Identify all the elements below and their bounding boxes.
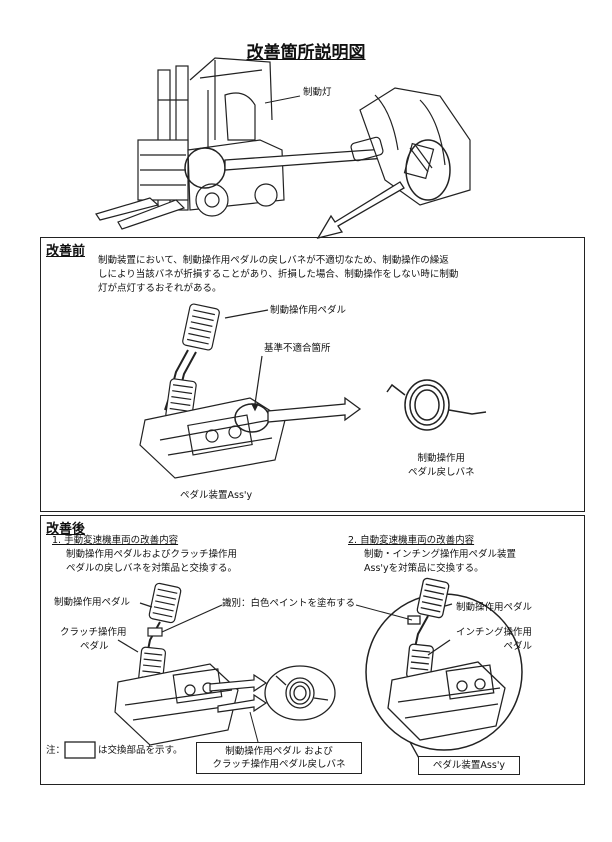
manual-pedal-illustration	[114, 582, 239, 746]
before-brake-pedal-label: 制動操作用ペダル	[270, 305, 347, 316]
after-heading: 改善後	[46, 522, 86, 537]
brake-light-label: 制動灯	[303, 87, 332, 98]
before-section	[40, 237, 585, 512]
manual-clutch-label-line: クラッチ操作用	[60, 627, 127, 638]
identify-paint-label: 識別：白色ペイントを塗布する	[222, 598, 356, 609]
auto-inching-label-line: インチング操作用	[456, 627, 533, 638]
replacement-spring-box-line: 制動操作用ペダル および	[225, 746, 333, 757]
manual-description-line: ペダルの戻しバネを対策品と交換する。	[66, 563, 238, 574]
auto-description-line: 制動・インチング操作用ペダル装置	[364, 549, 517, 560]
note-box-swatch	[64, 741, 96, 759]
manual-clutch-label-line: ペダル	[80, 641, 109, 652]
manual-brake-pedal-label: 制動操作用ペダル	[54, 597, 131, 608]
before-spring-label: 制動操作用 ペダル戻しバネ	[408, 452, 475, 480]
auto-description-line: Ass'yを対策品に交換する。	[364, 563, 484, 574]
auto-brake-pedal-label: 制動操作用ペダル	[456, 602, 533, 613]
replacement-spring-box-line: クラッチ操作用ペダル戻しバネ	[212, 759, 346, 770]
manual-heading: 1. 手動変速機車両の改善内容	[52, 534, 178, 548]
nonconforming-label: 基準不適合箇所	[264, 343, 331, 354]
auto-inching-label-line: ペダル	[503, 641, 533, 652]
before-heading: 改善前	[46, 244, 86, 259]
manual-heading-text: 1. 手動変速機車両の改善内容	[52, 535, 179, 546]
forklift-illustration	[95, 57, 285, 230]
auto-assembly-box: ペダル装置Ass'y	[418, 756, 520, 775]
auto-inching-label: インチング操作用 ペダル	[456, 626, 532, 654]
note-prefix: 注：	[46, 745, 66, 756]
auto-description: 制動・インチング操作用ペダル装置 Ass'yを対策品に交換する。	[364, 548, 516, 576]
after-section	[40, 515, 585, 785]
before-spring-label-line: ペダル戻しバネ	[408, 467, 475, 478]
manual-clutch-label: クラッチ操作用 ペダル	[60, 626, 127, 654]
before-spring-label-line: 制動操作用	[417, 453, 466, 464]
cab-closeup-illustration	[350, 87, 471, 206]
before-description-line: 灯が点灯するおそれがある。	[98, 283, 222, 294]
brake-light-leader	[264, 95, 301, 104]
down-arrow	[316, 181, 405, 240]
manual-description: 制動操作用ペダルおよびクラッチ操作用 ペダルの戻しバネを対策品と交換する。	[66, 548, 237, 576]
before-description-line: 制動装置において、制動操作用ペダルの戻しバネが不適切なため、制動操作の繰返	[98, 255, 449, 266]
auto-heading: 2. 自動変速機車両の改善内容	[348, 534, 474, 548]
auto-pedal-illustration	[365, 577, 523, 761]
page-title: 改善箇所説明図	[246, 43, 366, 63]
before-assembly-label: ペダル装置Ass'y	[180, 490, 253, 501]
auto-heading-text: 2. 自動変速機車両の改善内容	[348, 535, 475, 546]
before-description-line: しにより当該バネが折損することがあり、折損した場合、制動操作をしない時に制動	[98, 269, 459, 280]
replacement-spring-box: 制動操作用ペダル および クラッチ操作用ペダル戻しバネ	[196, 742, 362, 774]
before-description: 制動装置において、制動操作用ペダルの戻しバネが不適切なため、制動操作の繰返 しに…	[98, 254, 538, 296]
manual-description-line: 制動操作用ペダルおよびクラッチ操作用	[66, 549, 238, 560]
note-suffix: は交換部品を示す。	[98, 745, 183, 756]
